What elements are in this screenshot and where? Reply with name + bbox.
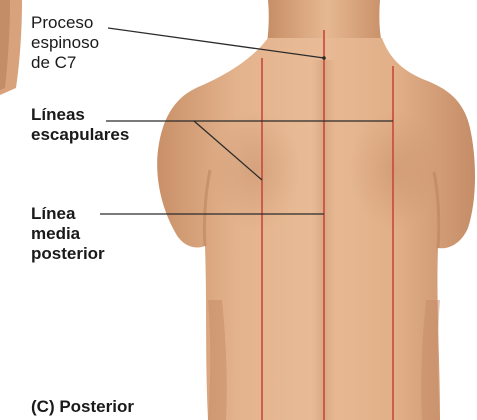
c7-label-line-3: de C7 xyxy=(31,53,99,73)
c7-label-line-2: espinoso xyxy=(31,33,99,53)
scapular-label-line-2: escapulares xyxy=(31,125,129,145)
c7-marker xyxy=(322,56,326,60)
scapular-lines-label: Líneas escapulares xyxy=(31,105,129,145)
c7-spinous-process-label: Proceso espinoso de C7 xyxy=(31,13,99,73)
scapular-label-line-1: Líneas xyxy=(31,105,129,125)
midline-label-line-1: Línea xyxy=(31,204,105,224)
midline-label-line-3: posterior xyxy=(31,244,105,264)
c7-label-line-1: Proceso xyxy=(31,13,99,33)
posterior-midline-label: Línea media posterior xyxy=(31,204,105,264)
view-caption: (C) Posterior xyxy=(31,397,134,417)
midline-label-line-2: media xyxy=(31,224,105,244)
